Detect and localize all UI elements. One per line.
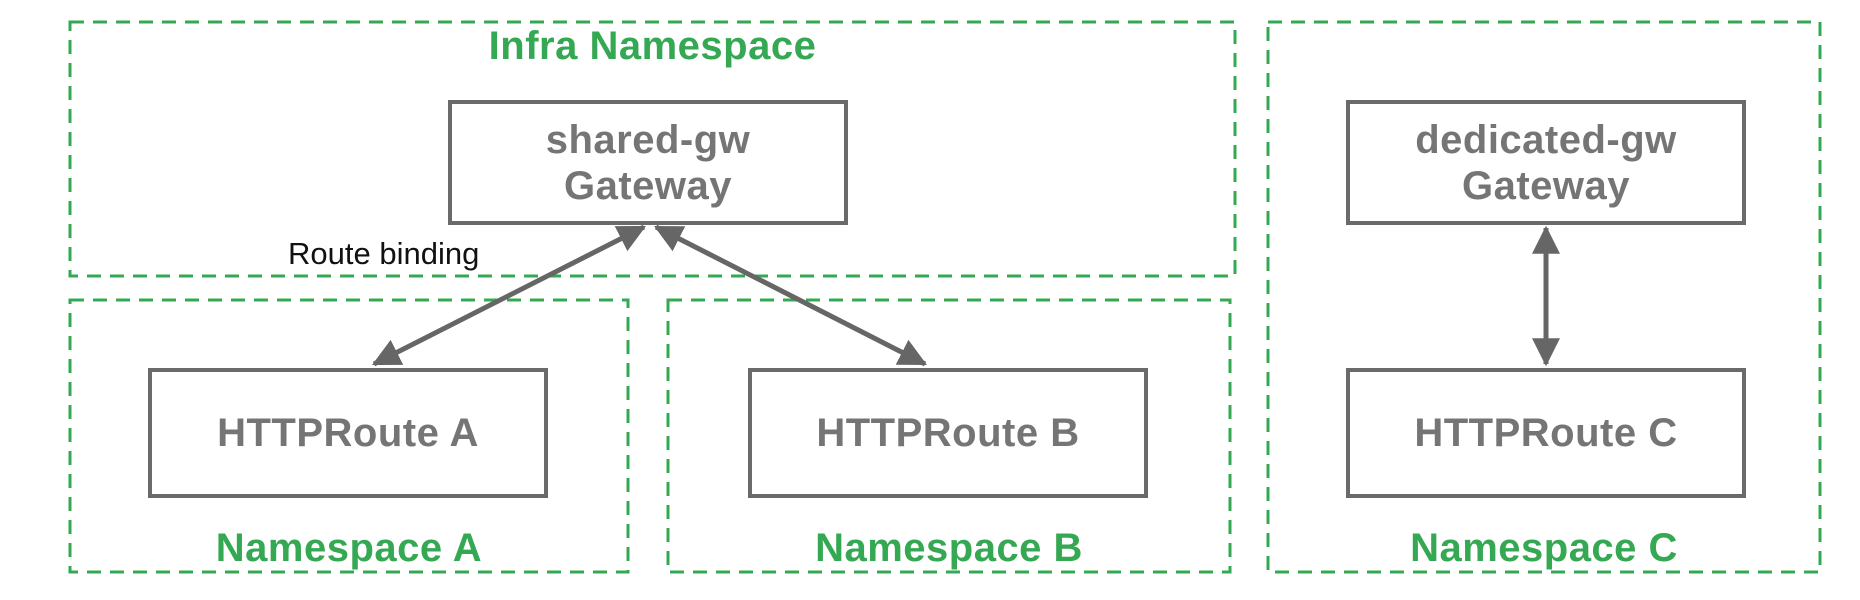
dedicated-gw-gateway-node: dedicated-gw Gateway (1346, 100, 1746, 225)
namespace-b-title: Namespace B (815, 526, 1083, 570)
dedicated-gw-kind-label: Gateway (1461, 163, 1631, 208)
namespace-c-border (1266, 20, 1822, 574)
namespace-a-title: Namespace A (215, 526, 483, 570)
httproute-a-node: HTTPRoute A (148, 368, 548, 498)
edge-route-b-to-shared-gw (654, 224, 927, 367)
dedicated-gw-name-label: dedicated-gw (1415, 117, 1677, 162)
route-binding-label: Route binding (288, 236, 480, 271)
edge-route-a-to-shared-gw (372, 224, 646, 367)
httproute-c-node: HTTPRoute C (1346, 368, 1746, 498)
shared-gw-kind-label: Gateway (563, 163, 733, 208)
shared-gw-name-label: shared-gw (545, 117, 751, 162)
shared-gw-gateway-node: shared-gw Gateway (448, 100, 848, 225)
namespace-a-border (68, 298, 630, 574)
httproute-b-node: HTTPRoute B (748, 368, 1148, 498)
httproute-c-label: HTTPRoute C (1414, 411, 1678, 455)
namespace-b-border (666, 298, 1232, 574)
httproute-b-label: HTTPRoute B (816, 411, 1080, 455)
namespace-c-title: Namespace C (1410, 526, 1678, 570)
httproute-a-label: HTTPRoute A (217, 411, 479, 455)
infra-namespace-title: Infra Namespace (488, 24, 817, 68)
infra-namespace-border (68, 20, 1237, 278)
